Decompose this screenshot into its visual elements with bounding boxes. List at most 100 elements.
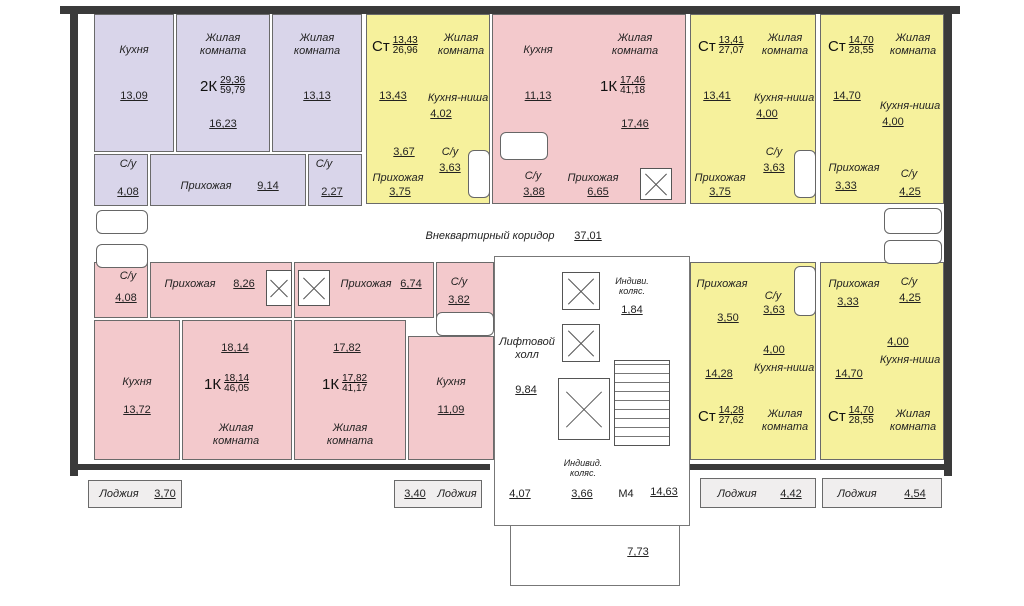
st3-hall-area: 3,33 [835, 180, 857, 192]
st4-su-area: 3,63 [763, 304, 785, 316]
st1-living-label: Жилая комната [437, 32, 485, 57]
kitchen-bm-label: Кухня [436, 376, 466, 388]
loggia-r2-area: 4,54 [904, 488, 926, 500]
st2-su-label: С/у [765, 146, 783, 158]
st4-hall-area: 3,50 [717, 312, 739, 324]
m4-area: 14,63 [650, 486, 678, 498]
st5-niche-area: 4,00 [887, 336, 909, 348]
su-tl2-area: 2,27 [321, 186, 343, 198]
st5-hall-area: 3,33 [837, 296, 859, 308]
apt-st3-code: Ст [828, 37, 846, 55]
loggia-m-label: Лоджия [437, 488, 477, 500]
stroller1-area: 1,84 [621, 304, 643, 316]
room-loggia-r2 [822, 478, 942, 508]
stroller1-label: Индиви. коляс. [615, 276, 649, 296]
kitchen-bl-area: 13,72 [123, 404, 151, 416]
bathtub-bl [96, 244, 148, 268]
apt-st3-living: 14,70 [848, 35, 874, 46]
k1-top-living-label: Жилая комната [611, 32, 659, 57]
bathtub-st3 [884, 208, 942, 234]
apt-2k-code: 2К [200, 77, 218, 95]
hall-bm-label: Прихожая [340, 278, 392, 290]
apt-st3-total: 28,55 [848, 45, 874, 56]
room-hall-tl [150, 154, 306, 206]
st3-living-label: Жилая комната [889, 32, 937, 57]
loggia-r1-label: Лоджия [717, 488, 757, 500]
bathtub-bm [436, 312, 494, 336]
k1-bm-living-area: 17,82 [333, 342, 361, 354]
st1-extra-area: 3,67 [393, 146, 415, 158]
room-corridor [210, 206, 860, 254]
st3-niche-label: Кухня-ниша [879, 100, 941, 112]
apt-k1-bm-code: 1К [322, 375, 340, 393]
living-tl1-label: Жилая комната [199, 32, 247, 57]
lift-hall-label: Лифтовой холл [499, 336, 555, 361]
apt-st5-total: 28,55 [848, 415, 874, 426]
room-living-bm [294, 320, 406, 460]
apt-st1-code: Ст [372, 37, 390, 55]
room-st3 [820, 14, 944, 204]
kitchen-tl-label: Кухня [119, 44, 149, 56]
apt-st1-total: 26,96 [392, 45, 418, 56]
apt-st2-code: Ст [698, 37, 716, 55]
room-kitchen-bl [94, 320, 180, 460]
st4-hall-label: Прихожая [696, 278, 748, 290]
k1-top-kitchen-area: 11,13 [524, 90, 552, 102]
apt-st4-code: Ст [698, 407, 716, 425]
su-tl2-label: С/у [315, 158, 333, 170]
kitchen-bl-label: Кухня [122, 376, 152, 388]
apt-st4-living: 14,28 [718, 405, 744, 416]
apt-k1-bl-total: 46,05 [224, 383, 250, 394]
st1-living-area: 13,43 [379, 90, 407, 102]
bathtub-st2 [794, 150, 816, 198]
apt-st2-living: 13,41 [718, 35, 744, 46]
loggia-m-area: 3,40 [404, 488, 426, 500]
st3-living-area: 14,70 [833, 90, 861, 102]
room-loggia-r1 [700, 478, 816, 508]
apt-st4-total: 27,62 [718, 415, 744, 426]
staircase [614, 360, 670, 446]
lift-shaft-2 [562, 324, 600, 362]
st1-niche-label: Кухня-ниша [427, 92, 489, 104]
st1-niche-area: 4,02 [430, 108, 452, 120]
apt-k1-top-code: 1К [600, 77, 618, 95]
hall-tl-label: Прихожая [180, 180, 232, 192]
st1-hall-label: Прихожая [372, 172, 424, 184]
hall-bl-area: 8,26 [233, 278, 255, 290]
room-loggia-l [88, 480, 182, 508]
corridor-label: Внеквартирный коридор [425, 230, 555, 242]
m4-label: М4 [618, 488, 634, 500]
st2-hall-label: Прихожая [694, 172, 746, 184]
st2-living-label: Жилая комната [761, 32, 809, 57]
st2-hall-area: 3,75 [709, 186, 731, 198]
bathtub-tl [96, 210, 148, 234]
room-loggia-m [394, 480, 482, 508]
room-st5 [820, 262, 944, 460]
apt-st5-code: Ст [828, 407, 846, 425]
st4-living-area: 14,28 [705, 368, 733, 380]
stroller2-area: 3,66 [571, 488, 593, 500]
living-tl2-label: Жилая комната [293, 32, 341, 57]
bathtub-k1-top [500, 132, 548, 160]
room-vestibule [510, 526, 680, 586]
room-living-tl1 [176, 14, 270, 152]
room-kitchen-tl [94, 14, 174, 152]
hall-bl-label: Прихожая [164, 278, 216, 290]
wall-left [70, 6, 78, 476]
loggia-l-label: Лоджия [99, 488, 139, 500]
shaft-bm [298, 270, 330, 306]
su-tl-label: С/у [119, 158, 137, 170]
corridor-area: 37,01 [574, 230, 602, 242]
room-su-bm [436, 262, 494, 318]
apt-k1-top-living: 17,46 [620, 75, 646, 86]
st1-su-label: С/у [441, 146, 459, 158]
hall-bm-area: 6,74 [400, 278, 422, 290]
kitchen-bm-area: 11,09 [437, 404, 465, 416]
room-living-tl2 [272, 14, 362, 152]
st4-niche-label: Кухня-ниша [753, 362, 815, 374]
living-tl2-area: 13,13 [303, 90, 331, 102]
